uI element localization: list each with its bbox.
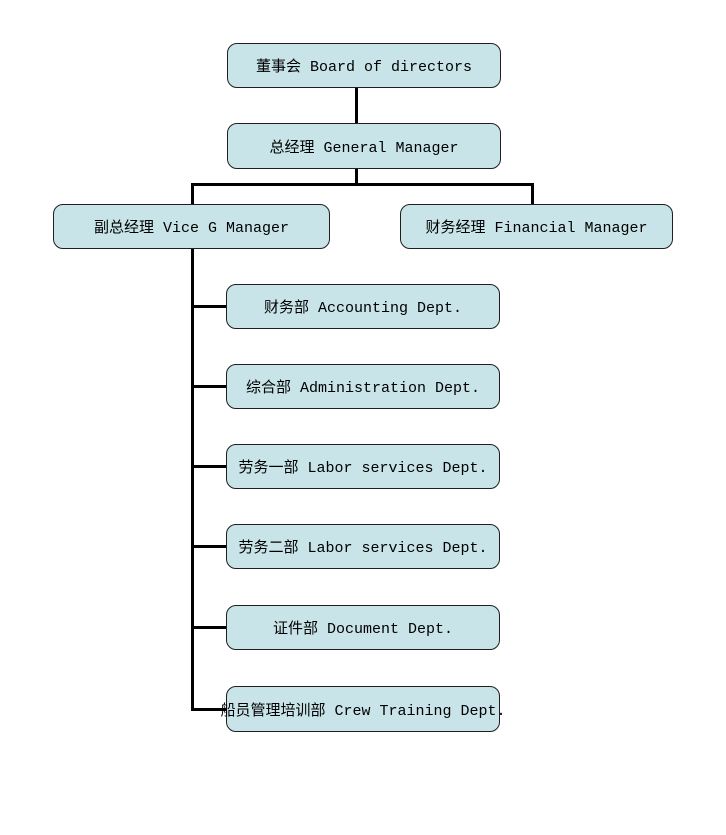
connector-branch-to-financial [531, 183, 534, 204]
node-vice-general-manager: 副总经理 Vice G Manager [53, 204, 330, 249]
connector-branch-horizontal [191, 183, 534, 186]
node-dept-administration: 综合部 Administration Dept. [226, 364, 500, 409]
connector-stub-document [191, 626, 228, 629]
connector-branch-to-vice [191, 183, 194, 204]
connector-board-to-gm [355, 88, 358, 123]
connector-gm-down [355, 167, 358, 186]
connector-stub-labor-two [191, 545, 228, 548]
node-board-of-directors: 董事会 Board of directors [227, 43, 501, 88]
node-financial-manager: 财务经理 Financial Manager [400, 204, 673, 249]
node-dept-crew-training: 船员管理培训部 Crew Training Dept. [220, 686, 506, 732]
connector-stub-administration [191, 385, 228, 388]
node-dept-labor-services-two: 劳务二部 Labor services Dept. [226, 524, 500, 569]
node-general-manager: 总经理 General Manager [227, 123, 501, 169]
node-dept-accounting: 财务部 Accounting Dept. [226, 284, 500, 329]
connector-stub-labor-one [191, 465, 228, 468]
connector-spine-vertical [191, 248, 194, 711]
connector-stub-crew-training [191, 708, 228, 711]
node-dept-labor-services-one: 劳务一部 Labor services Dept. [226, 444, 500, 489]
node-dept-document: 证件部 Document Dept. [226, 605, 500, 650]
connector-stub-accounting [191, 305, 228, 308]
